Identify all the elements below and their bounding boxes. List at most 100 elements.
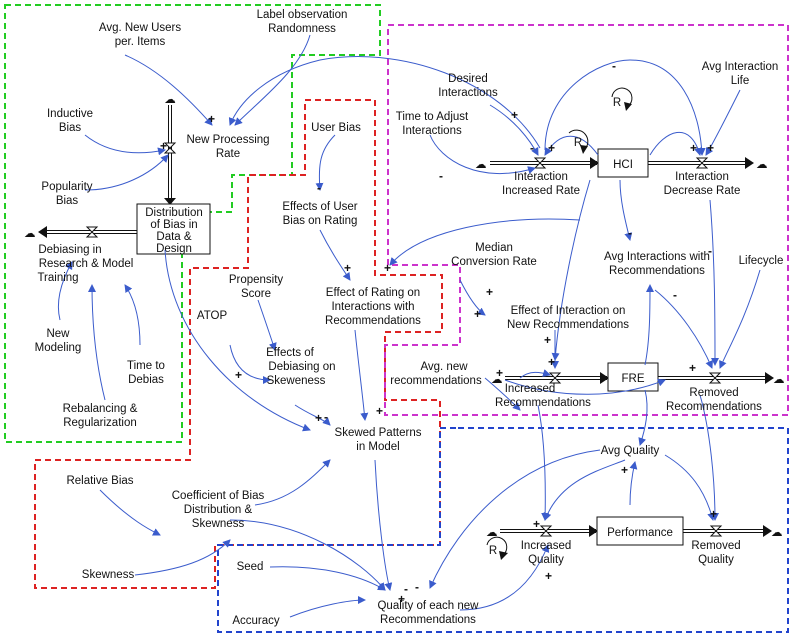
flow-interaction-decrease-rate[interactable]: Decrease Rate	[664, 185, 741, 197]
variable-quality-of-each-new-recommendations[interactable]: Quality of each new	[377, 600, 479, 612]
variable-effects-debiasing[interactable]: Skeweness	[267, 375, 326, 387]
variable-time-to-debias[interactable]: Debias	[128, 374, 164, 386]
variable-coefficient-of-bias[interactable]: Distribution &	[184, 504, 253, 516]
variable-user-bias[interactable]: User Bias	[311, 122, 361, 134]
cloud-source-icon: ☁	[164, 94, 176, 106]
new-processing-flow-pipe: ☁	[163, 94, 177, 205]
cloud-source-icon: ☁	[491, 374, 503, 386]
flow-removed-recommendations[interactable]: Recommendations	[666, 401, 762, 413]
variable-effects-debiasing[interactable]: Effects of	[266, 347, 315, 359]
red-region-boundary	[34, 99, 443, 589]
variable-desired-interactions[interactable]: Desired	[448, 73, 488, 85]
variable-quality-of-each-new-recommendations[interactable]: Recommendations	[380, 614, 476, 626]
polarity-sign: +	[208, 112, 215, 126]
variable-avg-interactions-with-recommendations[interactable]: Avg Interactions with	[604, 251, 710, 263]
flow-new-processing-rate[interactable]: Rate	[216, 148, 240, 160]
variable-avg-interaction-life[interactable]: Avg Interaction	[702, 61, 779, 73]
variable-time-to-adjust[interactable]: Interactions	[402, 125, 462, 137]
variable-popularity-bias[interactable]: Bias	[56, 195, 79, 207]
variable-seed[interactable]: Seed	[237, 561, 264, 573]
flow-debiasing[interactable]: Research & Model	[39, 258, 134, 270]
stock-fre[interactable]: FRE	[607, 362, 659, 392]
polarity-sign: -	[530, 141, 534, 155]
variable-popularity-bias[interactable]: Popularity	[41, 181, 92, 193]
variable-effects-user-bias[interactable]: Bias on Rating	[283, 215, 358, 227]
variable-avg-quality[interactable]: Avg Quality	[601, 445, 660, 457]
flow-removed-recommendations[interactable]: Removed	[689, 387, 738, 399]
magenta-region-boundary	[384, 24, 789, 416]
polarity-sign: +	[474, 307, 481, 321]
variable-time-to-adjust[interactable]: Time to Adjust	[396, 111, 469, 123]
variable-propensity-score[interactable]: Score	[241, 288, 271, 300]
polarity-sign: +	[496, 366, 503, 380]
variable-effect-of-rating[interactable]: Effect of Rating on	[326, 287, 420, 299]
variable-time-to-debias[interactable]: Time to	[127, 360, 165, 372]
variable-atop[interactable]: ATOP	[197, 310, 228, 322]
stock-hci[interactable]: HCI	[597, 148, 649, 178]
variable-label-observation-randomness[interactable]: Randomness	[268, 23, 336, 35]
variable-avg-new-users[interactable]: Avg. New Users	[99, 22, 181, 34]
variable-accuracy[interactable]: Accuracy	[232, 615, 280, 627]
flow-increased-quality[interactable]: Increased	[521, 540, 572, 552]
hci-flow-pipe: ☁ ☁	[475, 157, 768, 171]
variable-skewness[interactable]: Skewness	[82, 569, 135, 581]
flow-interaction-increased-rate[interactable]: Increased Rate	[502, 185, 580, 197]
loop-marker-r-top: R	[611, 87, 633, 111]
polarity-signs: + + - + - + - + + - + + - - + + + + + - …	[160, 59, 717, 606]
variable-median-conversion-rate[interactable]: Median	[475, 242, 513, 254]
polarity-sign: +	[690, 141, 697, 155]
variable-avg-new-users[interactable]: per. Items	[115, 36, 166, 48]
variable-avg-interaction-life[interactable]: Life	[731, 75, 750, 87]
variable-inductive-bias[interactable]: Bias	[59, 122, 82, 134]
variable-propensity-score[interactable]: Propensity	[229, 274, 284, 286]
fre-flow-pipe: ☁ ☁	[491, 372, 785, 386]
variable-lifecycle[interactable]: Lifecycle	[739, 255, 784, 267]
green-region-boundary	[4, 4, 381, 443]
flow-increased-quality[interactable]: Quality	[528, 554, 564, 566]
polarity-sign: -	[439, 169, 443, 183]
polarity-sign: +	[533, 517, 540, 531]
variable-effects-debiasing[interactable]: Debiasing on	[268, 361, 335, 373]
variable-effects-user-bias[interactable]: Effects of User	[282, 201, 357, 213]
valve-icon	[709, 525, 723, 537]
flow-debiasing[interactable]: Debiasing in	[38, 244, 101, 256]
variable-relative-bias[interactable]: Relative Bias	[66, 475, 133, 487]
variable-avg-interactions-with-recommendations[interactable]: Recommendations	[609, 265, 705, 277]
variable-skewed-patterns[interactable]: in Model	[356, 441, 399, 453]
variable-rebalancing[interactable]: Rebalancing &	[63, 403, 138, 415]
variable-rebalancing[interactable]: Regularization	[63, 417, 137, 429]
variable-new-modeling[interactable]: New	[46, 328, 70, 340]
flow-increased-recommendations[interactable]: Recommendations	[495, 397, 591, 409]
variable-avg-new-recommendations[interactable]: recommendations	[390, 375, 482, 387]
polarity-sign: +	[486, 285, 493, 299]
variable-coefficient-of-bias[interactable]: Coefficient of Bias	[172, 490, 265, 502]
variable-effect-of-interaction[interactable]: New Recommendations	[507, 319, 629, 331]
polarity-sign: +	[398, 592, 405, 606]
variable-desired-interactions[interactable]: Interactions	[438, 87, 498, 99]
variable-avg-new-recommendations[interactable]: Avg. new	[420, 361, 468, 373]
loop-marker-r-quality: R	[486, 536, 508, 560]
flow-removed-quality[interactable]: Quality	[698, 554, 734, 566]
stock-label: FRE	[622, 373, 645, 385]
variable-effect-of-rating[interactable]: Interactions with	[331, 301, 414, 313]
variable-effect-of-interaction[interactable]: Effect of Interaction on	[511, 305, 626, 317]
flow-increased-recommendations[interactable]: Increased	[505, 383, 556, 395]
variable-skewed-patterns[interactable]: Skewed Patterns	[335, 427, 422, 439]
stock-distribution-of-bias[interactable]: Distribution of Bias in Data & Design	[136, 203, 211, 255]
valve-icon	[539, 525, 553, 537]
cloud-sink-icon: ☁	[771, 527, 783, 539]
valve-icon	[695, 157, 709, 169]
variable-inductive-bias[interactable]: Inductive	[47, 108, 93, 120]
flow-new-processing-rate[interactable]: New Processing	[186, 134, 269, 146]
polarity-sign: -	[415, 580, 419, 594]
variable-new-modeling[interactable]: Modeling	[35, 342, 82, 354]
flow-removed-quality[interactable]: Removed	[691, 540, 740, 552]
flow-interaction-increased-rate[interactable]: Interaction	[514, 171, 568, 183]
flow-debiasing[interactable]: Training	[37, 272, 78, 284]
variable-median-conversion-rate[interactable]: Conversion Rate	[451, 256, 537, 268]
stock-performance[interactable]: Performance	[596, 516, 684, 546]
variable-coefficient-of-bias[interactable]: Skewness	[192, 518, 245, 530]
variable-label-observation-randomness[interactable]: Label observation	[257, 9, 348, 21]
variable-effect-of-rating[interactable]: Recommendations	[325, 315, 421, 327]
flow-interaction-decrease-rate[interactable]: Interaction	[675, 171, 729, 183]
